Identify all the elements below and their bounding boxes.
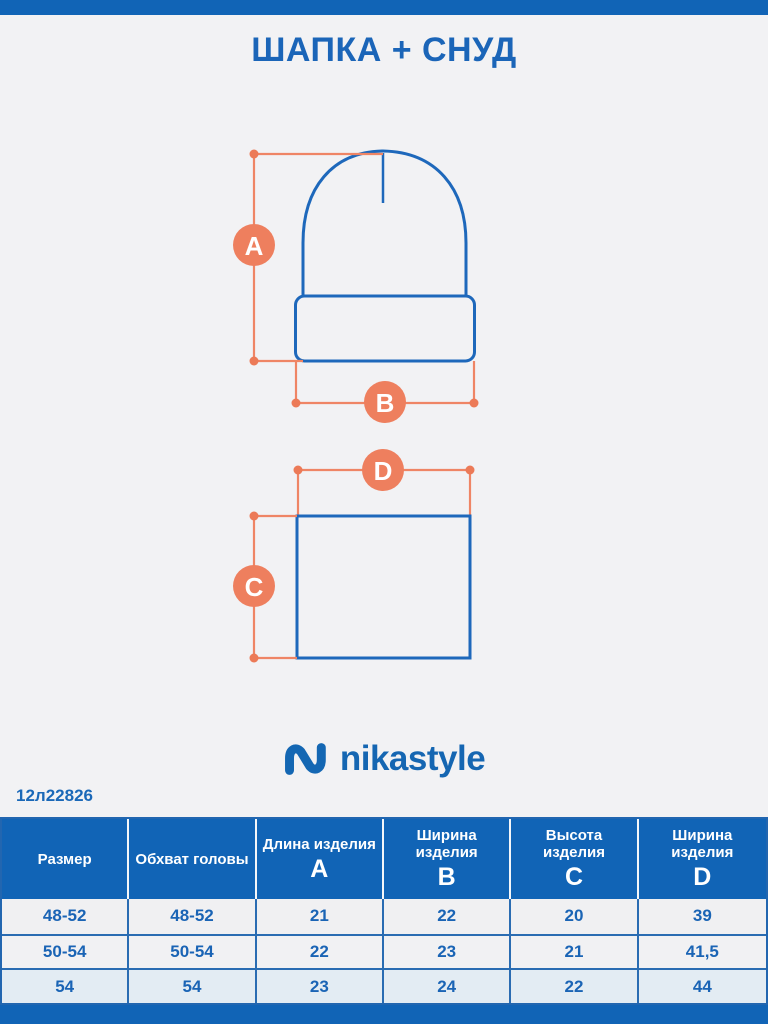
snood-diagram: D C <box>233 449 475 663</box>
cell-width-d: 41,5 <box>685 941 719 961</box>
col-header-length-a: Длина изделия A <box>257 819 384 899</box>
measure-b-letter: B <box>376 388 395 418</box>
measure-b-dot-left <box>291 398 301 408</box>
cell-width-b: 24 <box>384 970 512 1003</box>
bottom-accent-bar <box>0 1005 768 1024</box>
col-header-label: Ширина изделия <box>415 827 478 862</box>
col-header-label: Обхват головы <box>135 850 249 868</box>
measure-d-badge <box>362 449 404 491</box>
col-header-letter: A <box>310 854 329 883</box>
col-header-letter: D <box>693 863 712 892</box>
table-body: 48-52 48-52 21 22 20 39 50-54 50-54 22 2… <box>2 899 766 1003</box>
nikastyle-logo-icon <box>284 743 326 775</box>
measure-b-badge <box>364 381 406 423</box>
measure-d-letter: D <box>374 456 393 486</box>
cell-size: 48-52 <box>2 899 130 934</box>
brand-logo: nikastyle <box>0 735 768 783</box>
cell-width-b: 22 <box>384 899 512 934</box>
cell-length-a: 21 <box>257 899 384 934</box>
col-header-letter: B <box>437 863 456 892</box>
measure-d-dot-left <box>293 465 303 475</box>
measurement-diagram: A B D <box>233 149 479 663</box>
page-title: ШАПКА + СНУД <box>251 31 517 69</box>
hat-cuff <box>294 294 476 363</box>
measure-a-dot-bottom <box>249 356 259 366</box>
table-header-row: Размер Обхват головы Длина изделия A Шир… <box>2 819 766 899</box>
col-header-size: Размер <box>2 819 130 899</box>
cell-width-d: 44 <box>692 976 712 996</box>
cell-height-c: 21 <box>511 935 639 969</box>
table-row: 54 54 23 24 22 44 <box>2 968 766 1003</box>
cell-length-a: 22 <box>257 935 384 969</box>
measure-a-dot-top <box>249 149 259 159</box>
cell-width-d: 39 <box>692 906 712 926</box>
cell-head-circumference: 54 <box>129 970 257 1003</box>
col-header-width-d: Ширина изделия D <box>639 819 766 899</box>
cell-height-c: 20 <box>511 899 639 934</box>
measure-a-letter: A <box>245 231 264 261</box>
col-header-width-b: Ширина изделия B <box>384 819 512 899</box>
measure-c-letter: C <box>245 572 264 602</box>
table-row: 48-52 48-52 21 22 20 39 <box>2 899 766 934</box>
col-header-label: Размер <box>37 850 92 868</box>
hat-dome-outline <box>301 149 468 299</box>
cell-head-circumference: 48-52 <box>129 899 257 934</box>
measure-c-badge <box>233 565 275 607</box>
col-header-height-c: Высота изделия C <box>511 819 639 899</box>
size-table: Размер Обхват головы Длина изделия A Шир… <box>0 817 768 1005</box>
cell-size: 50-54 <box>2 935 130 969</box>
snood-outline <box>295 514 472 660</box>
product-code: 12л22826 <box>16 786 93 805</box>
cell-width-b: 23 <box>384 935 512 969</box>
cell-height-c: 22 <box>511 970 639 1003</box>
measure-c-dot-top <box>249 511 259 521</box>
measure-c-dot-bottom <box>249 653 259 663</box>
col-header-letter: C <box>564 863 584 892</box>
measure-a-badge <box>233 224 275 266</box>
top-accent-bar <box>0 0 768 15</box>
measure-d-dot-right <box>465 465 475 475</box>
cell-head-circumference: 50-54 <box>129 935 257 969</box>
col-header-label: Длина изделия <box>262 835 376 853</box>
cell-length-a: 23 <box>257 970 384 1003</box>
col-header-head-circumference: Обхват головы <box>129 819 257 899</box>
col-header-label: Высота изделия <box>542 827 606 862</box>
table-row: 50-54 50-54 22 23 21 41,5 <box>2 933 766 969</box>
cell-size: 54 <box>2 970 130 1003</box>
measure-b-dot-right <box>469 398 479 408</box>
brand-logo-text: nikastyle <box>339 739 486 778</box>
hat-diagram: A B <box>233 149 479 423</box>
col-header-label: Ширина изделия <box>671 827 734 862</box>
